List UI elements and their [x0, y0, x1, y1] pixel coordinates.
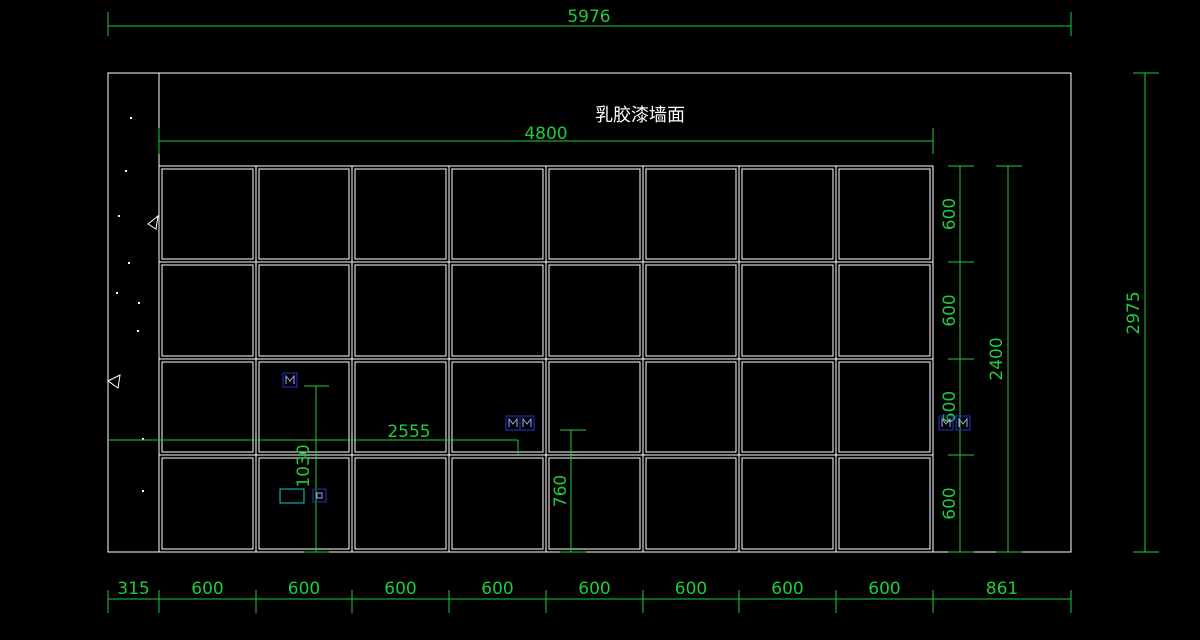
panel-inner — [548, 361, 641, 453]
dim-bottom-segment: 600 — [384, 579, 416, 599]
panel-frame — [158, 261, 257, 360]
panel-frame — [835, 454, 934, 553]
panel-inner — [741, 264, 834, 357]
panel-inner — [838, 457, 931, 550]
panel-frame — [738, 261, 837, 360]
panel-frame — [545, 165, 644, 263]
panel-frame — [642, 261, 740, 360]
panel-frame — [448, 165, 547, 263]
dim-bottom-segment: 600 — [771, 579, 803, 599]
right-dimension-chain: 600 600 600 600 — [940, 198, 960, 520]
panel-inner — [258, 457, 350, 550]
dim-bottom-segment: 600 — [578, 579, 610, 599]
panel-frame — [835, 165, 934, 263]
panel-inner — [451, 264, 544, 357]
panel-inner — [838, 168, 931, 260]
panel-inner — [838, 361, 931, 453]
panel-frame — [255, 261, 353, 360]
panel-inner — [741, 457, 834, 550]
left-edge-marks — [116, 117, 144, 492]
panel-inner — [645, 264, 737, 357]
dim-bottom-segment: 600 — [868, 579, 900, 599]
panel-inner — [451, 168, 544, 260]
dim-bottom-segment: 861 — [986, 579, 1018, 599]
panel-inner — [161, 168, 254, 260]
panel-frame — [738, 165, 837, 263]
panel-frame — [642, 165, 740, 263]
power-socket-icon — [955, 415, 971, 431]
dim-bottom-segment: 600 — [675, 579, 707, 599]
panel-inner — [548, 168, 641, 260]
panel-frame — [642, 358, 740, 456]
panel-inner — [354, 457, 447, 550]
panel-frame — [158, 165, 257, 263]
panel-inner — [645, 361, 737, 453]
dim-overall-width: 5976 — [567, 7, 610, 27]
panel-frame — [448, 454, 547, 553]
panel-inner — [354, 361, 447, 453]
dim-right-row: 600 — [940, 294, 960, 326]
panel-frame — [448, 261, 547, 360]
panel-frame — [351, 165, 450, 263]
dim-bottom-segment: 600 — [481, 579, 513, 599]
panel-grid — [158, 165, 934, 553]
panel-inner — [354, 168, 447, 260]
panel-inner — [161, 264, 254, 357]
panel-inner — [645, 168, 737, 260]
dim-panel-width: 4800 — [524, 124, 567, 144]
dim-right-row: 600 — [940, 198, 960, 230]
power-socket-icon — [938, 415, 954, 431]
power-socket-icon — [282, 372, 298, 388]
panel-inner — [645, 457, 737, 550]
dim-panel-height: 2400 — [987, 337, 1007, 380]
power-socket-icon — [505, 415, 521, 431]
panel-frame — [255, 165, 353, 263]
panel-inner — [741, 168, 834, 260]
panel-inner — [741, 361, 834, 453]
panel-frame — [835, 261, 934, 360]
panel-inner — [258, 264, 350, 357]
dim-bottom-segment: 315 — [117, 579, 149, 599]
panel-inner — [161, 457, 254, 550]
panel-inner — [258, 168, 350, 260]
panel-frame — [835, 358, 934, 456]
panel-frame — [738, 454, 837, 553]
dim-right-row: 600 — [940, 487, 960, 519]
triangle-marker-icon — [147, 214, 159, 230]
panel-frame — [448, 358, 547, 456]
dim-socket-offset: 2555 — [387, 422, 430, 442]
panel-inner — [354, 264, 447, 357]
dim-socket-height-left: 1030 — [294, 444, 314, 487]
panel-frame — [158, 358, 257, 456]
panel-frame — [158, 454, 257, 553]
panel-frame — [351, 261, 450, 360]
panel-inner — [548, 457, 641, 550]
panel-frame — [351, 454, 450, 553]
triangle-marker-icon — [107, 374, 121, 389]
dim-bottom-segment: 600 — [288, 579, 320, 599]
panel-frame — [545, 358, 644, 456]
dim-overall-height: 2975 — [1124, 291, 1144, 334]
wall-finish-title: 乳胶漆墙面 — [595, 105, 685, 126]
panel-frame — [545, 261, 644, 360]
switch-icon — [279, 488, 327, 504]
dim-bottom-segment: 600 — [191, 579, 223, 599]
panel-frame — [738, 358, 837, 456]
panel-inner — [451, 361, 544, 453]
bottom-dimension-chain: 315 600 600 600 600 600 600 600 600 861 — [117, 579, 1018, 599]
dim-right-row: 600 — [940, 391, 960, 423]
panel-frame — [642, 454, 740, 553]
sockets — [279, 372, 971, 504]
panel-inner — [161, 361, 254, 453]
panel-inner — [451, 457, 544, 550]
wall-outline — [107, 72, 1072, 553]
dim-socket-height-center: 760 — [551, 475, 571, 507]
dimension-lines — [107, 12, 1159, 613]
power-socket-icon — [519, 415, 535, 431]
panel-inner — [258, 361, 350, 453]
panel-inner — [548, 264, 641, 357]
panel-frame — [255, 358, 353, 456]
panel-inner — [838, 264, 931, 357]
